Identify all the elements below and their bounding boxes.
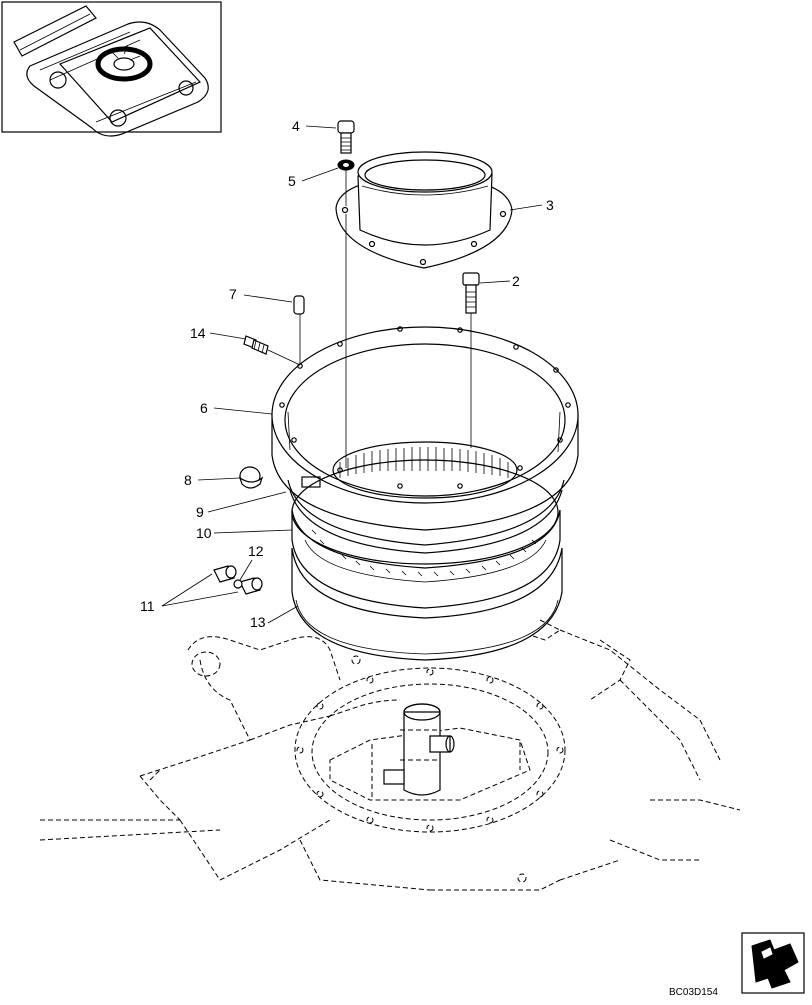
part-8-plug <box>238 466 264 489</box>
part-9-seal <box>287 479 565 554</box>
inset-frame <box>1 1 222 133</box>
callout-13: 13 <box>250 614 266 630</box>
callout-3: 3 <box>546 197 554 213</box>
part-6-outer-race <box>271 326 579 531</box>
part-5-washer <box>337 159 355 171</box>
callout-9: 9 <box>196 504 204 520</box>
orientation-arrow-icon <box>751 939 799 989</box>
part-10-inner-race <box>291 459 561 609</box>
orientation-box-frame <box>741 932 805 994</box>
callout-5: 5 <box>288 173 296 189</box>
part-3-cover <box>335 151 513 269</box>
part-12-ball <box>233 579 243 589</box>
part-14-grease-fitting <box>243 335 269 355</box>
callout-12: 12 <box>248 543 264 559</box>
callout-11: 11 <box>140 598 155 614</box>
callout-6: 6 <box>200 400 208 416</box>
callout-labels: 4 5 3 2 7 14 6 8 9 10 12 11 13 <box>140 118 554 630</box>
drawing-reference-id: BC03D154 <box>669 987 718 998</box>
part-2-bolt <box>462 272 480 314</box>
highlighted-swing-ring <box>95 46 153 82</box>
swivel-joint-phantom <box>383 703 455 796</box>
callout-8: 8 <box>184 472 192 488</box>
view-orientation-box <box>741 932 805 994</box>
swing-bearing-mount-phantom <box>294 667 566 833</box>
callout-4: 4 <box>292 118 300 134</box>
inset-machine-sketch <box>13 5 209 137</box>
callout-2: 2 <box>512 273 520 289</box>
bolt-circle-holes <box>296 655 564 883</box>
part-4-bolt <box>337 120 355 154</box>
inner-gear-teeth <box>332 441 518 499</box>
part-11-plugs <box>213 565 263 595</box>
locator-inset <box>1 1 222 137</box>
callout-10: 10 <box>196 525 212 541</box>
part-13-seal <box>291 547 563 661</box>
leader-lines <box>161 125 543 624</box>
alignment-lines <box>267 170 472 468</box>
callout-14: 14 <box>190 325 206 341</box>
callout-7: 7 <box>229 286 237 302</box>
part-7-pin <box>293 295 305 315</box>
upper-frame-phantom <box>39 619 741 891</box>
